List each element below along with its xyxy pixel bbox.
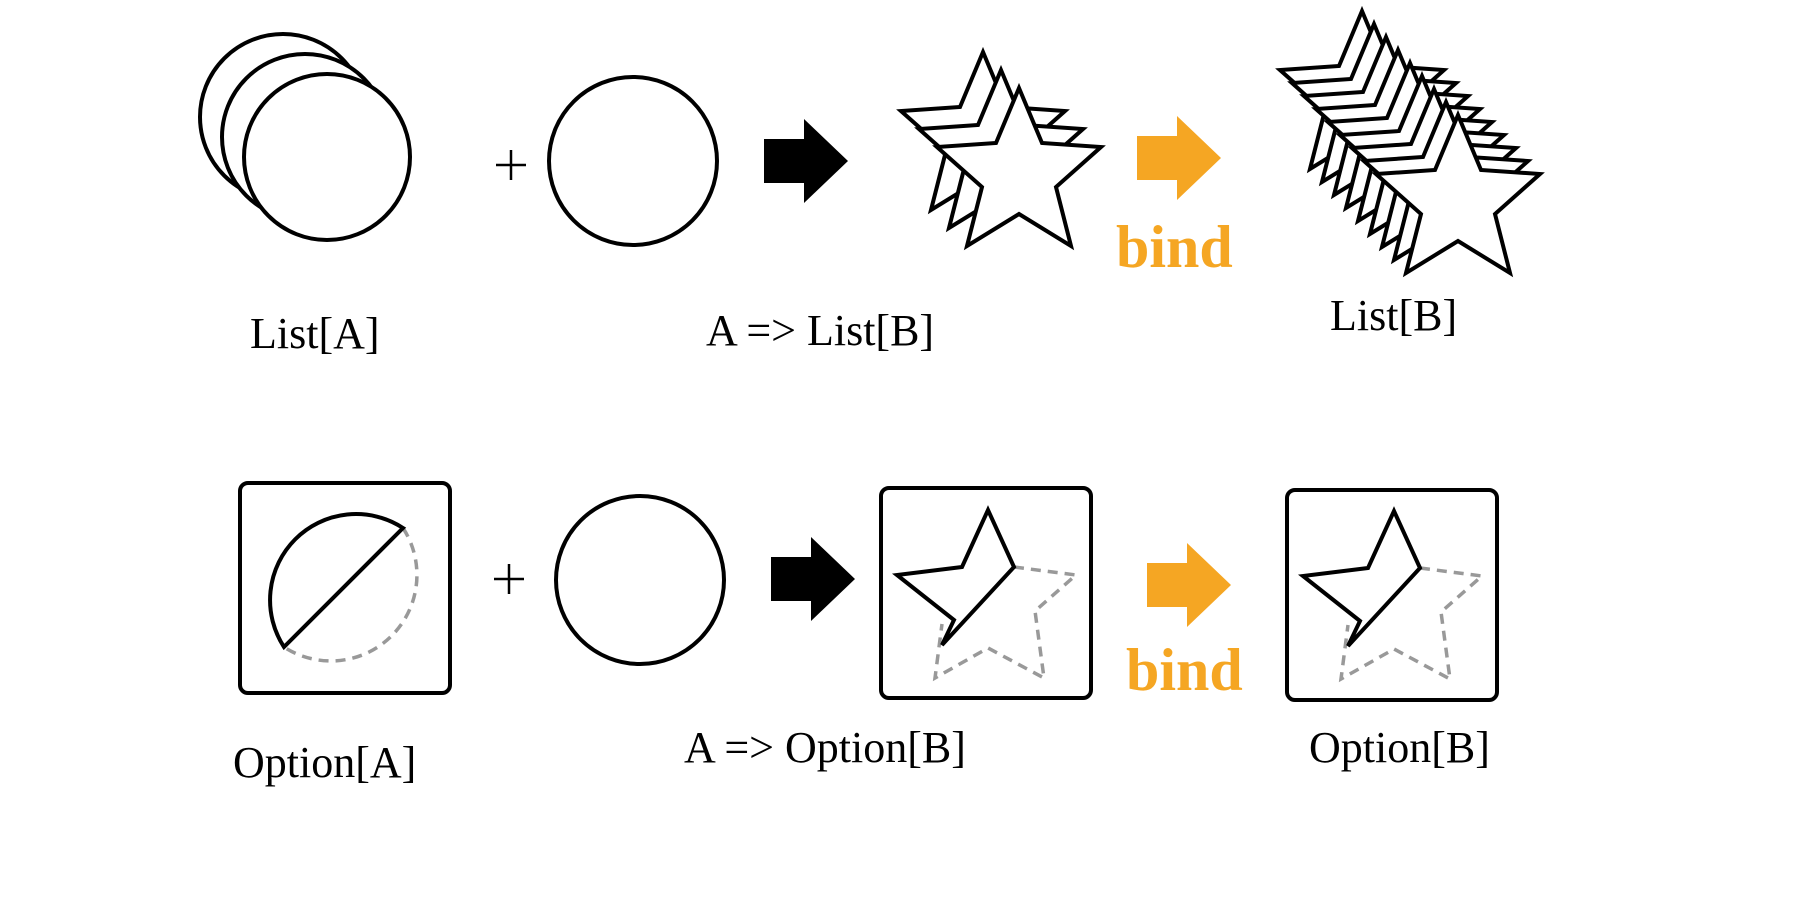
list-a-label: List[A]: [250, 309, 380, 358]
option-b-label: Option[B]: [1309, 723, 1490, 772]
option-a-label: Option[A]: [233, 738, 416, 787]
bind-label: bind: [1116, 214, 1233, 280]
half-circle-box-icon: [238, 481, 452, 695]
half-star-box-icon: [1285, 488, 1499, 702]
list-function-label: A => List[B]: [706, 306, 934, 355]
many-stacked-stars-icon: [1278, 9, 1542, 275]
bind-label: bind: [1126, 637, 1243, 703]
black-arrow-icon: [764, 119, 848, 203]
orange-arrow-icon: [1147, 543, 1231, 627]
circle-icon: [547, 75, 719, 247]
half-star-box-icon: [879, 486, 1093, 700]
plus-icon: [494, 564, 524, 594]
stacked-stars-icon: [899, 50, 1103, 248]
circle-icon: [554, 494, 726, 666]
stacked-circles-icon: [198, 32, 412, 242]
list-b-label: List[B]: [1330, 291, 1457, 340]
option-function-label: A => Option[B]: [684, 723, 966, 772]
black-arrow-icon: [771, 537, 855, 621]
orange-arrow-icon: [1137, 116, 1221, 200]
plus-icon: [496, 150, 526, 180]
